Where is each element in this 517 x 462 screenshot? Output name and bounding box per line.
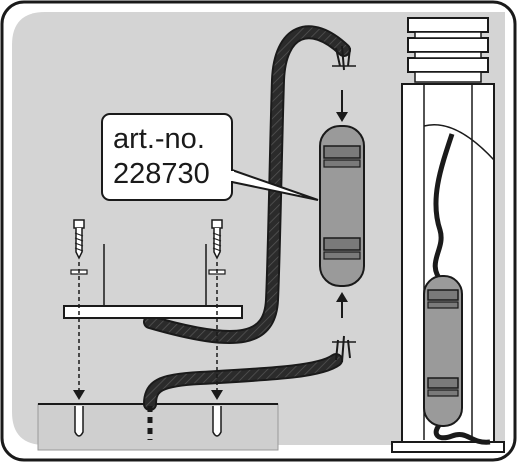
guide-line-right [211, 262, 223, 400]
screw-icon [211, 219, 223, 260]
anchor-hole-right [212, 406, 222, 437]
cable-connector-icon [423, 275, 463, 427]
callout-line-1: art.-no. [113, 123, 205, 155]
anchor-hole-left [74, 406, 84, 437]
wire-ends-bottom [332, 335, 356, 363]
callout-line-2: 228730 [113, 158, 210, 190]
screw-icon [73, 219, 85, 260]
callout: art.-no. 228730 [101, 113, 319, 201]
wire-ends-top [332, 45, 356, 71]
cable-connector-icon [319, 125, 365, 287]
arrow-down-to-connector [336, 90, 348, 122]
mounting-plate-icon [63, 244, 243, 319]
ground-block [37, 403, 279, 451]
arrow-up-to-connector [336, 292, 348, 318]
guide-line-left [73, 262, 85, 400]
